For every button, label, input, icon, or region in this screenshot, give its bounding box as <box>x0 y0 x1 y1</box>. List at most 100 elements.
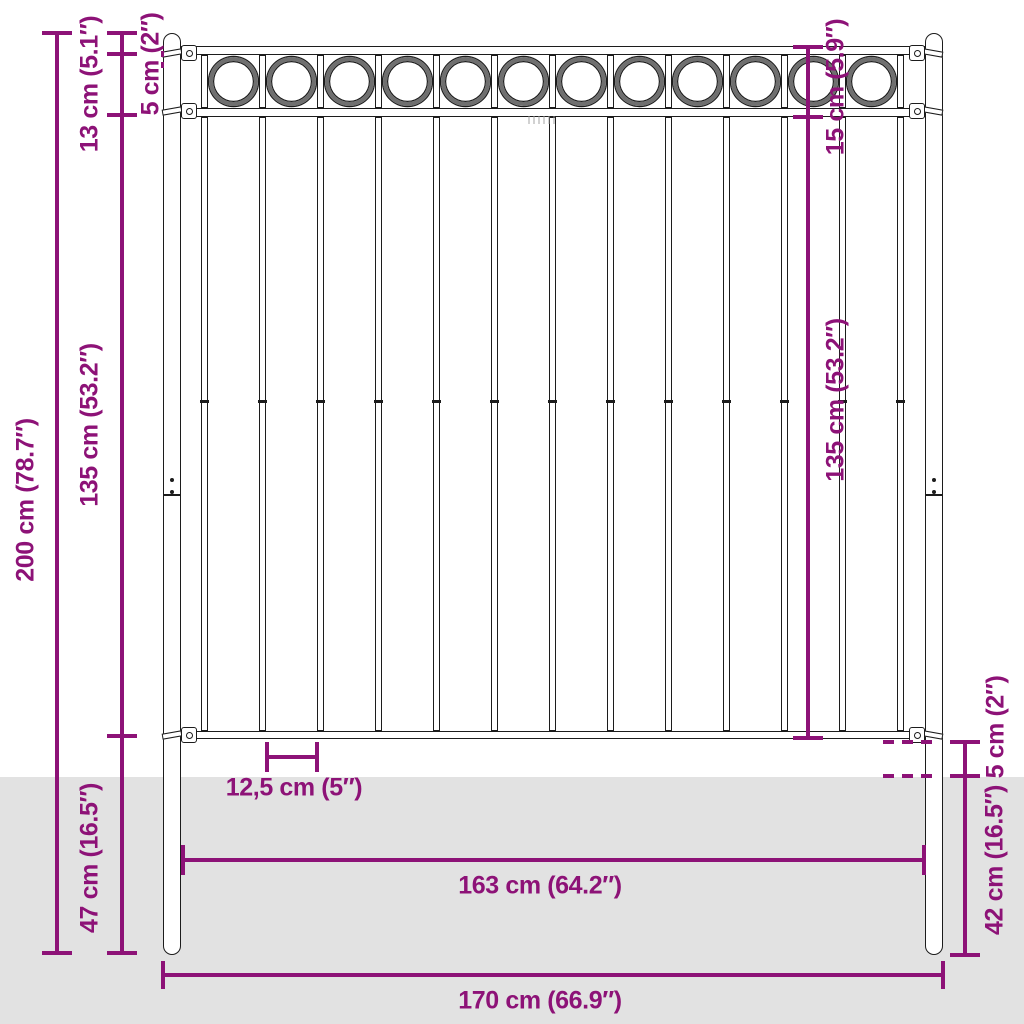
dimension-tick <box>950 774 980 778</box>
band-spacer-bar <box>548 55 556 108</box>
dashed-extension-line <box>160 51 164 72</box>
dimension-line <box>55 33 59 953</box>
ring-ornament <box>614 56 664 106</box>
fence-bar <box>722 117 730 731</box>
ring-ornament <box>846 56 896 106</box>
bar-joint-mark <box>721 400 731 403</box>
bar-joint-mark <box>663 400 673 403</box>
ring-ornament <box>266 56 316 106</box>
dimension-line <box>267 755 317 759</box>
band-spacer-bar <box>722 55 730 108</box>
bar-joint-mark <box>779 400 789 403</box>
bar-joint-mark <box>895 400 905 403</box>
post-screw-dot <box>932 490 936 494</box>
dimension-tick <box>107 734 137 738</box>
bar-joint-mark <box>547 400 557 403</box>
dimension-tick <box>922 845 926 875</box>
fence-bar <box>896 117 904 731</box>
dim-label-170cm: 170 cm (66.9″) <box>458 986 622 1015</box>
band-spacer-bar <box>664 55 672 108</box>
dim-label-13cm: 13 cm (5.1″) <box>75 15 104 153</box>
fence-bar <box>606 117 614 731</box>
dimension-line <box>120 33 124 953</box>
dimension-line <box>963 742 967 955</box>
dim-label-12-5cm: 12,5 cm (5″) <box>225 773 363 802</box>
clamp-screw <box>185 107 193 115</box>
ring-ornament <box>382 56 432 106</box>
band-spacer-bar <box>838 55 846 108</box>
ring-ornament <box>498 56 548 106</box>
post-screw-dot <box>170 490 174 494</box>
dimension-tick <box>181 845 185 875</box>
clamp-screw <box>913 731 921 739</box>
bar-joint-mark <box>837 400 847 403</box>
post-screw-dot <box>170 478 174 482</box>
bar-joint-mark <box>431 400 441 403</box>
fence-bar <box>258 117 266 731</box>
fence-bar <box>548 117 556 731</box>
fence-bar <box>432 117 440 731</box>
band-spacer-bar <box>258 55 266 108</box>
fence-bar <box>838 117 846 731</box>
dimension-tick <box>42 31 72 35</box>
fence-bar <box>780 117 788 731</box>
band-spacer-bar <box>606 55 614 108</box>
band-spacer-bar <box>374 55 382 108</box>
dim-label-5cm-top: 5 cm (2″) <box>136 12 165 116</box>
ring-ornament <box>672 56 722 106</box>
band-spacer-bar <box>780 55 788 108</box>
dimension-tick <box>941 961 945 989</box>
clamp-screw <box>913 49 921 57</box>
fence-bar <box>374 117 382 731</box>
dimension-tick <box>950 953 980 957</box>
dimension-tick <box>793 115 823 119</box>
dimension-tick <box>793 45 823 49</box>
post-joint-seam <box>926 494 942 496</box>
dim-label-15cm: 15 cm (5.9″) <box>821 18 850 156</box>
dimension-tick <box>42 951 72 955</box>
bar-joint-mark <box>315 400 325 403</box>
band-spacer-bar <box>200 55 208 108</box>
bar-joint-mark <box>605 400 615 403</box>
bar-joint-mark <box>257 400 267 403</box>
ring-ornament <box>208 56 258 106</box>
ring-ornament <box>730 56 780 106</box>
post-joint-seam <box>164 494 180 496</box>
clamp-screw <box>913 107 921 115</box>
dim-label-42cm: 42 cm (16.5″) <box>980 785 1009 935</box>
bar-joint-mark <box>199 400 209 403</box>
dimension-tick <box>107 113 137 117</box>
dim-label-135cm-left: 135 cm (53.2″) <box>75 343 104 507</box>
ring-ornament <box>788 56 838 106</box>
fence-bar <box>490 117 498 731</box>
dimension-tick <box>161 961 165 989</box>
dim-label-47cm: 47 cm (16.5″) <box>75 783 104 933</box>
clamp-screw <box>185 49 193 57</box>
fence-bar <box>200 117 208 731</box>
post-screw-dot <box>932 478 936 482</box>
bar-joint-mark <box>373 400 383 403</box>
fence-bar <box>664 117 672 731</box>
dim-label-135cm-right: 135 cm (53.2″) <box>821 318 850 482</box>
dim-label-163cm: 163 cm (64.2″) <box>458 871 622 900</box>
dashed-extension-line <box>883 740 940 744</box>
dim-label-5cm-right: 5 cm (2″) <box>981 675 1010 779</box>
band-spacer-bar <box>490 55 498 108</box>
dimension-tick <box>793 736 823 740</box>
dimension-line <box>806 47 810 738</box>
band-spacer-bar <box>316 55 324 108</box>
dimension-tick <box>107 951 137 955</box>
ring-ornament <box>556 56 606 106</box>
dashed-extension-line <box>883 774 940 778</box>
dimension-tick <box>107 52 137 56</box>
bar-joint-mark <box>489 400 499 403</box>
clamp-screw <box>185 731 193 739</box>
dimension-tick <box>265 742 269 772</box>
ring-ornament <box>324 56 374 106</box>
band-spacer-bar <box>432 55 440 108</box>
ring-ornament <box>440 56 490 106</box>
dimension-tick <box>950 740 980 744</box>
